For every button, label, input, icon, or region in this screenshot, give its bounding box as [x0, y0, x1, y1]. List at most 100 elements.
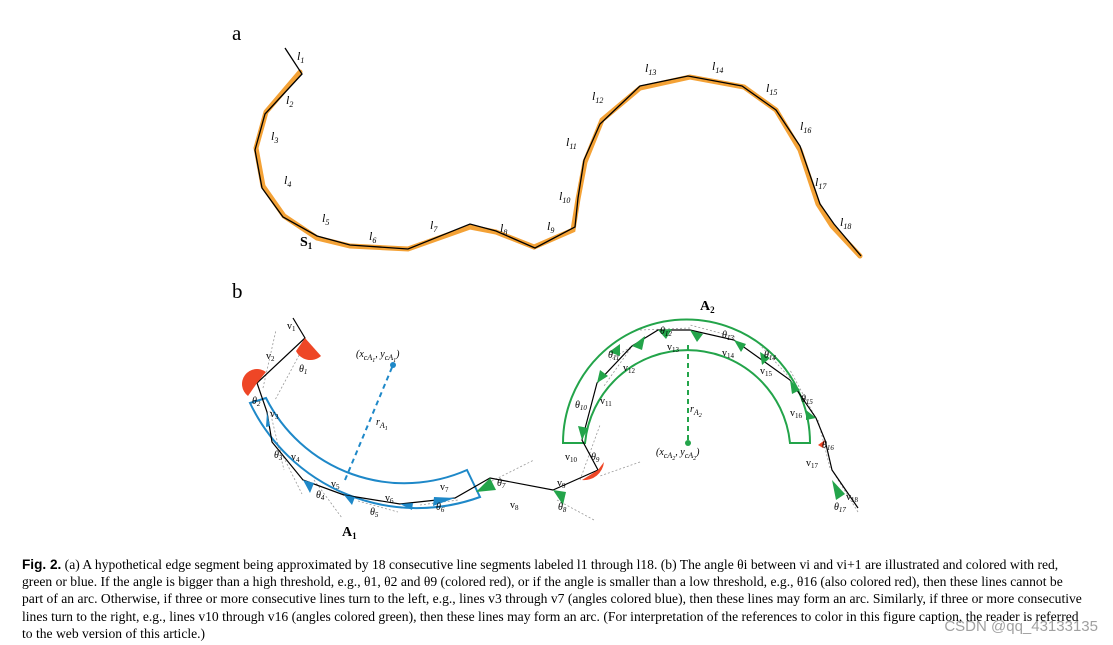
- theta-14b-green: [760, 352, 770, 365]
- vector-label-14: v14: [722, 348, 735, 360]
- radius-a1-label: rA1: [376, 417, 388, 432]
- theta-label-16: θ16: [822, 440, 834, 452]
- segment-label-15: l15: [766, 81, 777, 97]
- theta-7-green: [476, 478, 496, 492]
- theta-label-14: θ14: [764, 350, 776, 362]
- theta-9-red: [582, 462, 604, 481]
- theta-label-1: θ1: [299, 364, 307, 376]
- vector-label-11: v11: [600, 396, 612, 408]
- segment-label-12: l12: [592, 89, 603, 105]
- watermark: CSDN @qq_43133135: [944, 618, 1098, 635]
- vector-label-16: v16: [790, 408, 803, 420]
- vector-label-12: v12: [623, 363, 636, 375]
- theta-14-green: [734, 340, 746, 352]
- theta-11b-green: [609, 344, 620, 356]
- theta-6-blue: [400, 503, 413, 510]
- segment-label-5: l5: [322, 211, 329, 227]
- vector-label-9: v9: [557, 478, 566, 490]
- vector-label-1: v1: [287, 321, 296, 333]
- caption-text: (a) A hypothetical edge segment being ap…: [22, 557, 1082, 641]
- segment-label-11: l11: [566, 135, 577, 151]
- theta-label-3: θ3: [274, 450, 283, 462]
- arc-band-a1: [248, 396, 482, 510]
- panel-a-letter: a: [232, 21, 242, 45]
- panel-b-letter: b: [232, 279, 243, 303]
- vector-label-6: v6: [385, 493, 394, 505]
- edge-segment-a: [254, 47, 862, 257]
- segment-label-4: l4: [284, 173, 291, 189]
- theta-labels: θ1 θ2 θ3 θ4 θ5 θ6 θ7 θ8 θ9 θ10 θ11 θ12 θ13 θ14 θ15 θ16 θ…: [252, 326, 846, 519]
- theta-12-green: [632, 336, 645, 350]
- theta-label-12: θ12: [660, 326, 672, 338]
- theta-1-red: [296, 338, 321, 361]
- segment-label-3: l3: [271, 129, 278, 145]
- segment-label-9: l9: [547, 219, 554, 235]
- segment-label-8: l8: [500, 221, 507, 237]
- segment-label-13: l13: [645, 61, 656, 77]
- center-a1: [390, 362, 396, 368]
- caption-fig-label: Fig. 2.: [22, 557, 62, 572]
- segment-label-6: l6: [369, 229, 376, 245]
- vector-label-18: v18: [846, 492, 859, 504]
- vector-label-10: v10: [565, 452, 578, 464]
- segment-label-17: l17: [815, 175, 827, 191]
- theta-15-green: [790, 380, 800, 394]
- theta-8-green: [553, 490, 566, 505]
- theta-label-13: θ13: [722, 330, 734, 342]
- vector-label-2: v2: [266, 351, 275, 363]
- center-a2: [685, 440, 691, 446]
- vector-label-5: v5: [331, 479, 340, 491]
- theta-4-blue: [303, 480, 314, 493]
- theta-label-6: θ6: [436, 502, 445, 514]
- theta-16-red: [818, 440, 825, 448]
- arc-band-a2: [561, 318, 812, 444]
- s1-label: S1: [300, 235, 313, 251]
- radius-a1: [344, 364, 394, 481]
- segment-label-10: l10: [559, 189, 570, 205]
- theta-label-8: θ8: [558, 502, 567, 514]
- vector-label-15: v15: [760, 366, 773, 378]
- segment-label-16: l16: [800, 119, 811, 135]
- segment-label-14: l14: [712, 59, 723, 75]
- theta-label-17: θ17: [834, 502, 846, 514]
- theta-label-2: θ2: [252, 396, 261, 408]
- figure-caption: Fig. 2. (a) A hypothetical edge segment …: [22, 556, 1087, 642]
- vector-labels: v1 v2 v3 v4 v5 v6 v7 v8 v9 v10 v11 v12 v13 v14 v15 v16 v…: [266, 321, 859, 512]
- angle-sectors: [242, 329, 845, 510]
- theta-13b-green: [690, 330, 703, 342]
- segment-labels: l1 l2 l3 l4 l5 l6 l7 l8 l9 l10 l11 l12 l13 l14 l15 l16 l…: [271, 49, 851, 245]
- center-a1-label: (xcA1, ycA1): [356, 349, 400, 364]
- theta-15b-green: [806, 410, 816, 420]
- vector-label-8: v8: [510, 500, 519, 512]
- theta-label-4: θ4: [316, 490, 325, 502]
- theta-7-blue: [433, 497, 455, 506]
- theta-2-red: [242, 369, 266, 396]
- vector-label-3: v3: [270, 409, 279, 421]
- theta-label-9: θ9: [591, 452, 600, 464]
- theta-13-green: [658, 329, 672, 339]
- vector-label-13: v13: [667, 342, 680, 354]
- center-a2-label: (xcA2, ycA2): [656, 447, 700, 462]
- segment-label-2: l2: [286, 93, 293, 109]
- theta-label-7: θ7: [497, 478, 506, 490]
- vector-label-17: v17: [806, 458, 819, 470]
- theta-label-10: θ10: [575, 400, 587, 412]
- theta-10-green: [578, 426, 588, 440]
- theta-17-green: [832, 480, 845, 500]
- segment-label-1: l1: [297, 49, 304, 65]
- vector-label-4: v4: [291, 452, 300, 464]
- radius-a2-label: rA2: [690, 404, 702, 419]
- segment-label-7: l7: [430, 218, 438, 234]
- theta-5-blue: [344, 495, 355, 505]
- vector-label-7: v7: [440, 482, 449, 494]
- segment-label-18: l18: [840, 215, 851, 231]
- arc-a2-name: A2: [700, 299, 715, 315]
- theta-3-blue: [266, 412, 270, 427]
- orange-curve-a: [253, 69, 863, 259]
- theta-label-11: θ11: [608, 350, 619, 362]
- theta-label-5: θ5: [370, 507, 379, 519]
- theta-label-15: θ15: [801, 394, 813, 406]
- theta-11-green: [597, 370, 608, 383]
- arc-a1-name: A1: [342, 525, 357, 541]
